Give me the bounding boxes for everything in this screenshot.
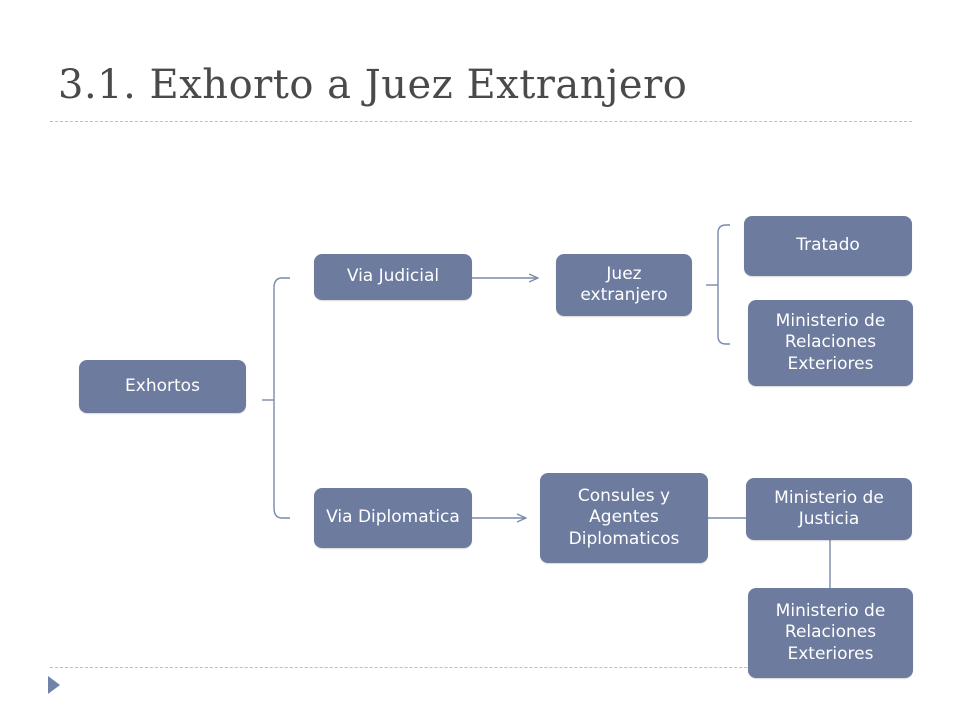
juez-bracket	[706, 224, 730, 345]
exhortos-bracket	[262, 277, 290, 519]
slide-bullet-icon	[48, 676, 60, 694]
title-divider	[50, 121, 912, 122]
node-via-diplomatica: Via Diplomatica	[314, 488, 472, 548]
slide-title: 3.1. Exhorto a Juez Extranjero	[58, 62, 688, 108]
node-via-judicial: Via Judicial	[314, 254, 472, 300]
node-tratado: Tratado	[744, 216, 912, 276]
node-juez-extranjero: Juez extranjero	[556, 254, 692, 316]
node-ministerio-relaciones-exteriores-2: Ministerio de Relaciones Exteriores	[748, 588, 913, 678]
node-ministerio-relaciones-exteriores-1: Ministerio de Relaciones Exteriores	[748, 300, 913, 386]
node-exhortos: Exhortos	[79, 360, 246, 413]
node-consules-agentes: Consules y Agentes Diplomaticos	[540, 473, 708, 563]
node-ministerio-justicia: Ministerio de Justicia	[746, 478, 912, 540]
footer-divider	[50, 667, 912, 668]
